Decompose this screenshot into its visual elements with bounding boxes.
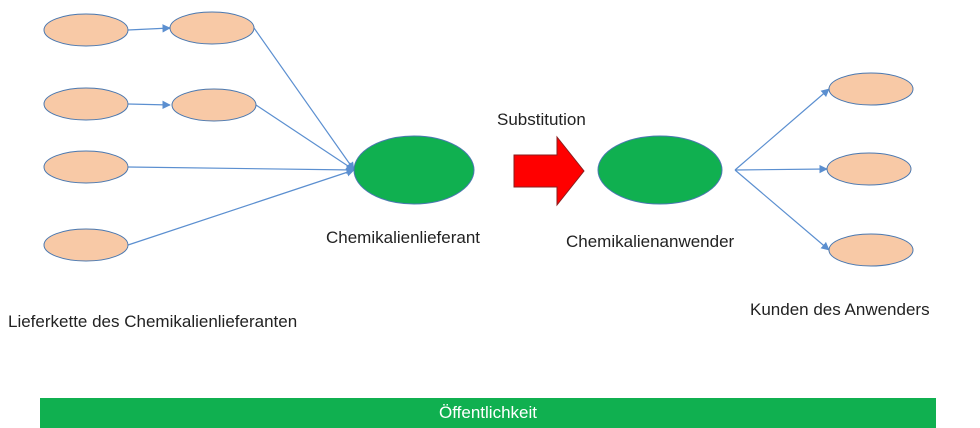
user-node (597, 135, 723, 205)
supply-chain-label: Lieferkette des Chemikalienlieferanten (8, 312, 298, 331)
edge-user-c1 (734, 88, 830, 171)
edge-user-c2 (734, 164, 828, 174)
supply-node-5 (43, 150, 129, 184)
public-label: Öffentlichkeit (439, 403, 537, 422)
supply-node-6 (43, 228, 129, 262)
edge-user-c3 (734, 169, 830, 251)
edge-s4-supplier (255, 104, 355, 171)
edge-s3-s4 (127, 100, 171, 110)
edge-s6-supplier (127, 168, 355, 246)
supplier-label: Chemikalienlieferant (326, 228, 481, 247)
edges (127, 24, 830, 251)
customers-label: Kunden des Anwenders (750, 300, 930, 319)
supplier-node (353, 135, 475, 205)
supply-node-4 (171, 88, 257, 122)
edge-s5-supplier (127, 165, 355, 175)
customer-node-1 (828, 72, 914, 106)
edge-s2-supplier (253, 27, 355, 171)
substitution-arrow (513, 135, 585, 207)
supply-node-1 (43, 13, 129, 47)
supply-node-3 (43, 87, 129, 121)
customer-node-2 (826, 152, 912, 186)
edge-s1-s2 (127, 24, 171, 33)
user-label: Chemikalienanwender (566, 232, 735, 251)
substitution-label: Substitution (497, 110, 586, 129)
public-bar: Öffentlichkeit (40, 398, 936, 428)
supply-node-2 (169, 11, 255, 45)
customer-node-3 (828, 233, 914, 267)
